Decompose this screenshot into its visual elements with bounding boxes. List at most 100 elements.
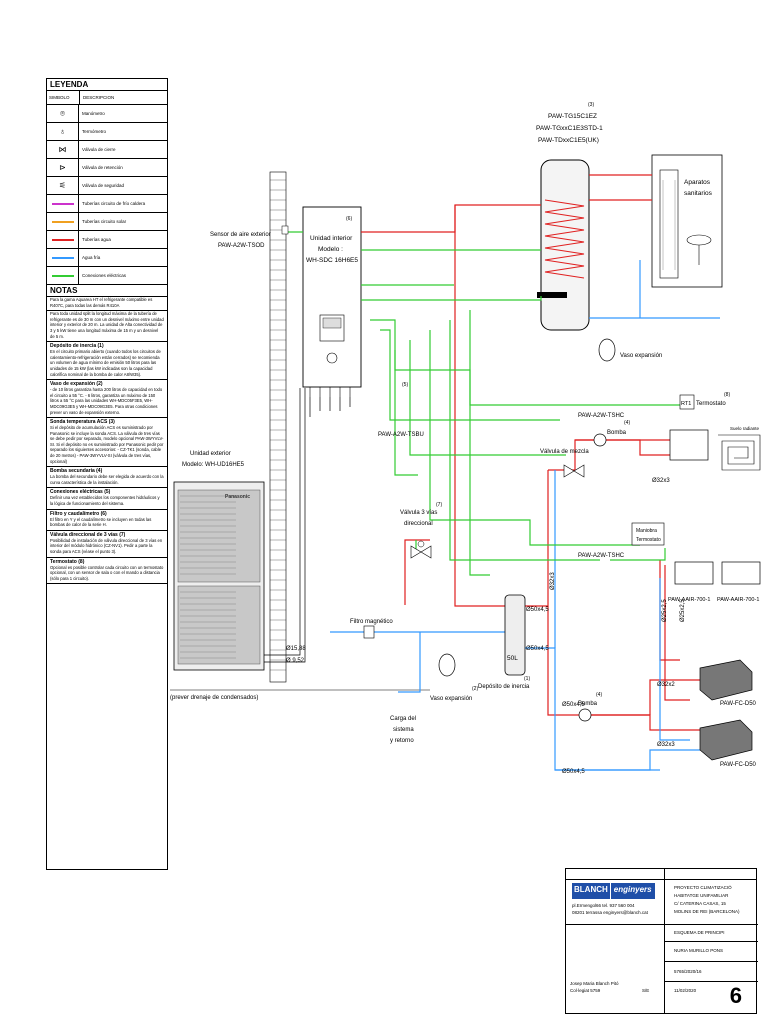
floor-label: Suelo radiante: [730, 426, 760, 431]
note-section: Filtro y caudalímetro (6)El filtro en Y …: [47, 510, 167, 531]
tank-model-2: PAW-TGxxC1E3STD-1: [536, 125, 603, 132]
expansion-vessel-top-icon: [598, 338, 616, 362]
indoor-unit-line-2: Modelo :: [318, 246, 343, 253]
legend-row: ⚟Válvula de seguridad: [47, 177, 167, 195]
legend-description: Válvula de retención: [82, 165, 123, 170]
tb-divider: [664, 961, 758, 962]
legend-description: Tuberías agua: [82, 237, 111, 242]
vaso-exp-bottom-note: (2): [472, 686, 478, 692]
condensate-label: (prever drenaje de condensados): [170, 695, 258, 701]
legend-col-symbol: SIMBOLO: [47, 91, 80, 104]
note-sections: Depósito de inercia (1)En el circuito pr…: [47, 342, 167, 585]
building-wall: [269, 171, 287, 683]
legend-row: Tuberías circuito de frío caldera: [47, 195, 167, 213]
note-section-title: Sonda temperatura ACS (3): [50, 419, 115, 426]
inertia-label: Depósito de inercia: [478, 684, 530, 690]
legend-panel: LEYENDA SIMBOLO DESCRIPCION ⌾Manómetro♁T…: [46, 78, 168, 870]
valve3-note: (7): [436, 502, 442, 508]
fancoil-label-1: PAW-FC-D50: [720, 701, 757, 707]
fill-label-2: sistema: [393, 727, 414, 733]
valve3-label-1: Válvula 3 vías: [400, 510, 437, 516]
line-swatch: [51, 274, 74, 277]
note-section: Vaso de expansión (2)- de 10 litros gara…: [47, 380, 167, 419]
thermometer-icon: ♁: [47, 123, 79, 140]
aair-unit-2: [721, 561, 761, 585]
three-way-valve-icon: [410, 545, 432, 559]
mixing-valve-label: Válvula de mezcla: [540, 449, 589, 455]
floor-manifold: [669, 429, 709, 461]
tank-model-1: PAW-TG15C1EZ: [548, 113, 597, 120]
line-swatch: [51, 238, 74, 241]
sheet-number: 6: [729, 983, 742, 1008]
magnetic-filter-icon: [363, 625, 375, 639]
filter-label: Filtro magnético: [350, 619, 393, 625]
date: 11/02/2020: [674, 988, 697, 993]
note-section-body: Definir una vez establecidos los compone…: [50, 495, 160, 507]
legend-col-description: DESCRIPCION: [83, 95, 115, 100]
outdoor-sensor-icon: [281, 225, 289, 235]
notes-title: NOTAS: [47, 285, 167, 297]
note-section-title: Conexiones eléctricas (5): [50, 489, 111, 496]
tb-divider: [664, 941, 758, 942]
aair-label-1: PAW-AAIR-700-1: [668, 597, 710, 603]
legend-description: Agua fría: [82, 255, 101, 260]
legend-line-swatch: [47, 195, 79, 212]
outdoor-unit-line-1: Unidad exterior: [190, 451, 231, 457]
pipe-25x25-1: Ø25x2,5: [662, 599, 668, 622]
electrical-connections: [286, 231, 680, 576]
legend-line-swatch: [47, 249, 79, 266]
aair-label-2: PAW-AAIR-700-1: [717, 597, 759, 603]
pipe-32x2: Ø32x2: [657, 682, 675, 688]
manometer-icon: ⌾: [47, 105, 79, 122]
fancoil-label-2: PAW-FC-D50: [720, 762, 757, 768]
legend-description: Conexiones eléctricas: [82, 273, 127, 278]
note-section: Depósito de inercia (1)En el circuito pr…: [47, 342, 167, 381]
title-block: BLANCH enginyers pl.Ermengol66 tel. 937 …: [565, 868, 758, 1014]
vaso-exp-bottom-label: Vaso expansión: [430, 696, 472, 702]
note-section-title: Vaso de expansión (2): [50, 381, 103, 388]
note-intro-2: Para toda unidad split la longitud máxim…: [47, 311, 167, 343]
tank-note: (3): [588, 102, 594, 108]
pipe-32x3-a: Ø32x3: [652, 478, 670, 484]
sensor-label-1: Sensor de aire exterior: [210, 232, 271, 238]
note-section: Sonda temperatura ACS (3)Si el depósito …: [47, 418, 167, 468]
expansion-vessel-bottom-icon: [438, 653, 456, 677]
fancoil-1: [699, 659, 753, 701]
legend-line-swatch: [47, 267, 79, 284]
pipe-50x45-2: Ø50x4,5: [526, 646, 549, 652]
pump-top-label: Bomba: [607, 430, 627, 436]
legend-row: ⊳Válvula de retención: [47, 159, 167, 177]
plan-title: ESQUEMA DE PRINCIPI: [674, 930, 725, 935]
indoor-unit-line-1: Unidad interior: [310, 235, 353, 242]
note-section-body: Opcional es posible controlar cada circu…: [50, 564, 164, 581]
note-section-body: El filtro en Y y el caudalímetro se incl…: [50, 516, 152, 528]
maniobra-label-1: Maniobra: [636, 528, 657, 534]
note-intro-1: Para la gama Aquarea HT el refrigerante …: [47, 297, 167, 312]
legend-row: ⋈Válvula de cierre: [47, 141, 167, 159]
project-line-3: C/ CATERINA CASAS, 15: [674, 901, 726, 906]
sanitary-label-1: Aparatos: [684, 179, 711, 186]
indoor-unit-note: (6): [346, 216, 352, 222]
svg-text:Panasonic: Panasonic: [225, 494, 250, 500]
refrigerant-lines: [264, 388, 306, 663]
fill-label-1: Carga del: [390, 716, 416, 722]
fancoil-2: [699, 719, 753, 761]
note-section-title: Termostato (8): [50, 558, 85, 565]
pipe-50x45-3: Ø50x4,5: [562, 702, 585, 708]
line-swatch: [51, 220, 74, 223]
legend-line-swatch: [47, 213, 79, 230]
legend-row: Agua fría: [47, 249, 167, 267]
note-section-body: Si el depósito de acumulación ACS es sum…: [50, 425, 164, 464]
pump-bottom-note: (4): [596, 692, 602, 698]
legend-description: Termómetro: [82, 129, 107, 134]
shutoff-valve-icon: ⋈: [47, 141, 79, 158]
sensor-tsbu-label: PAW-A2W-TSBU: [378, 432, 424, 438]
outdoor-unit-line-2: Modelo: WH-UD16HE5: [182, 462, 245, 468]
legend-line-swatch: [47, 231, 79, 248]
vaso-exp-top-label: Vaso expansión: [620, 353, 662, 359]
pipe-size-2: Ø 9,52: [286, 658, 305, 664]
pipe-50x45-1: Ø50x4,5: [526, 607, 549, 613]
note-section-body: - de 10 litros garantiza hasta 200 litro…: [50, 387, 163, 415]
indoor-unit-line-3: WH-SDC 16H6E5: [306, 257, 358, 264]
